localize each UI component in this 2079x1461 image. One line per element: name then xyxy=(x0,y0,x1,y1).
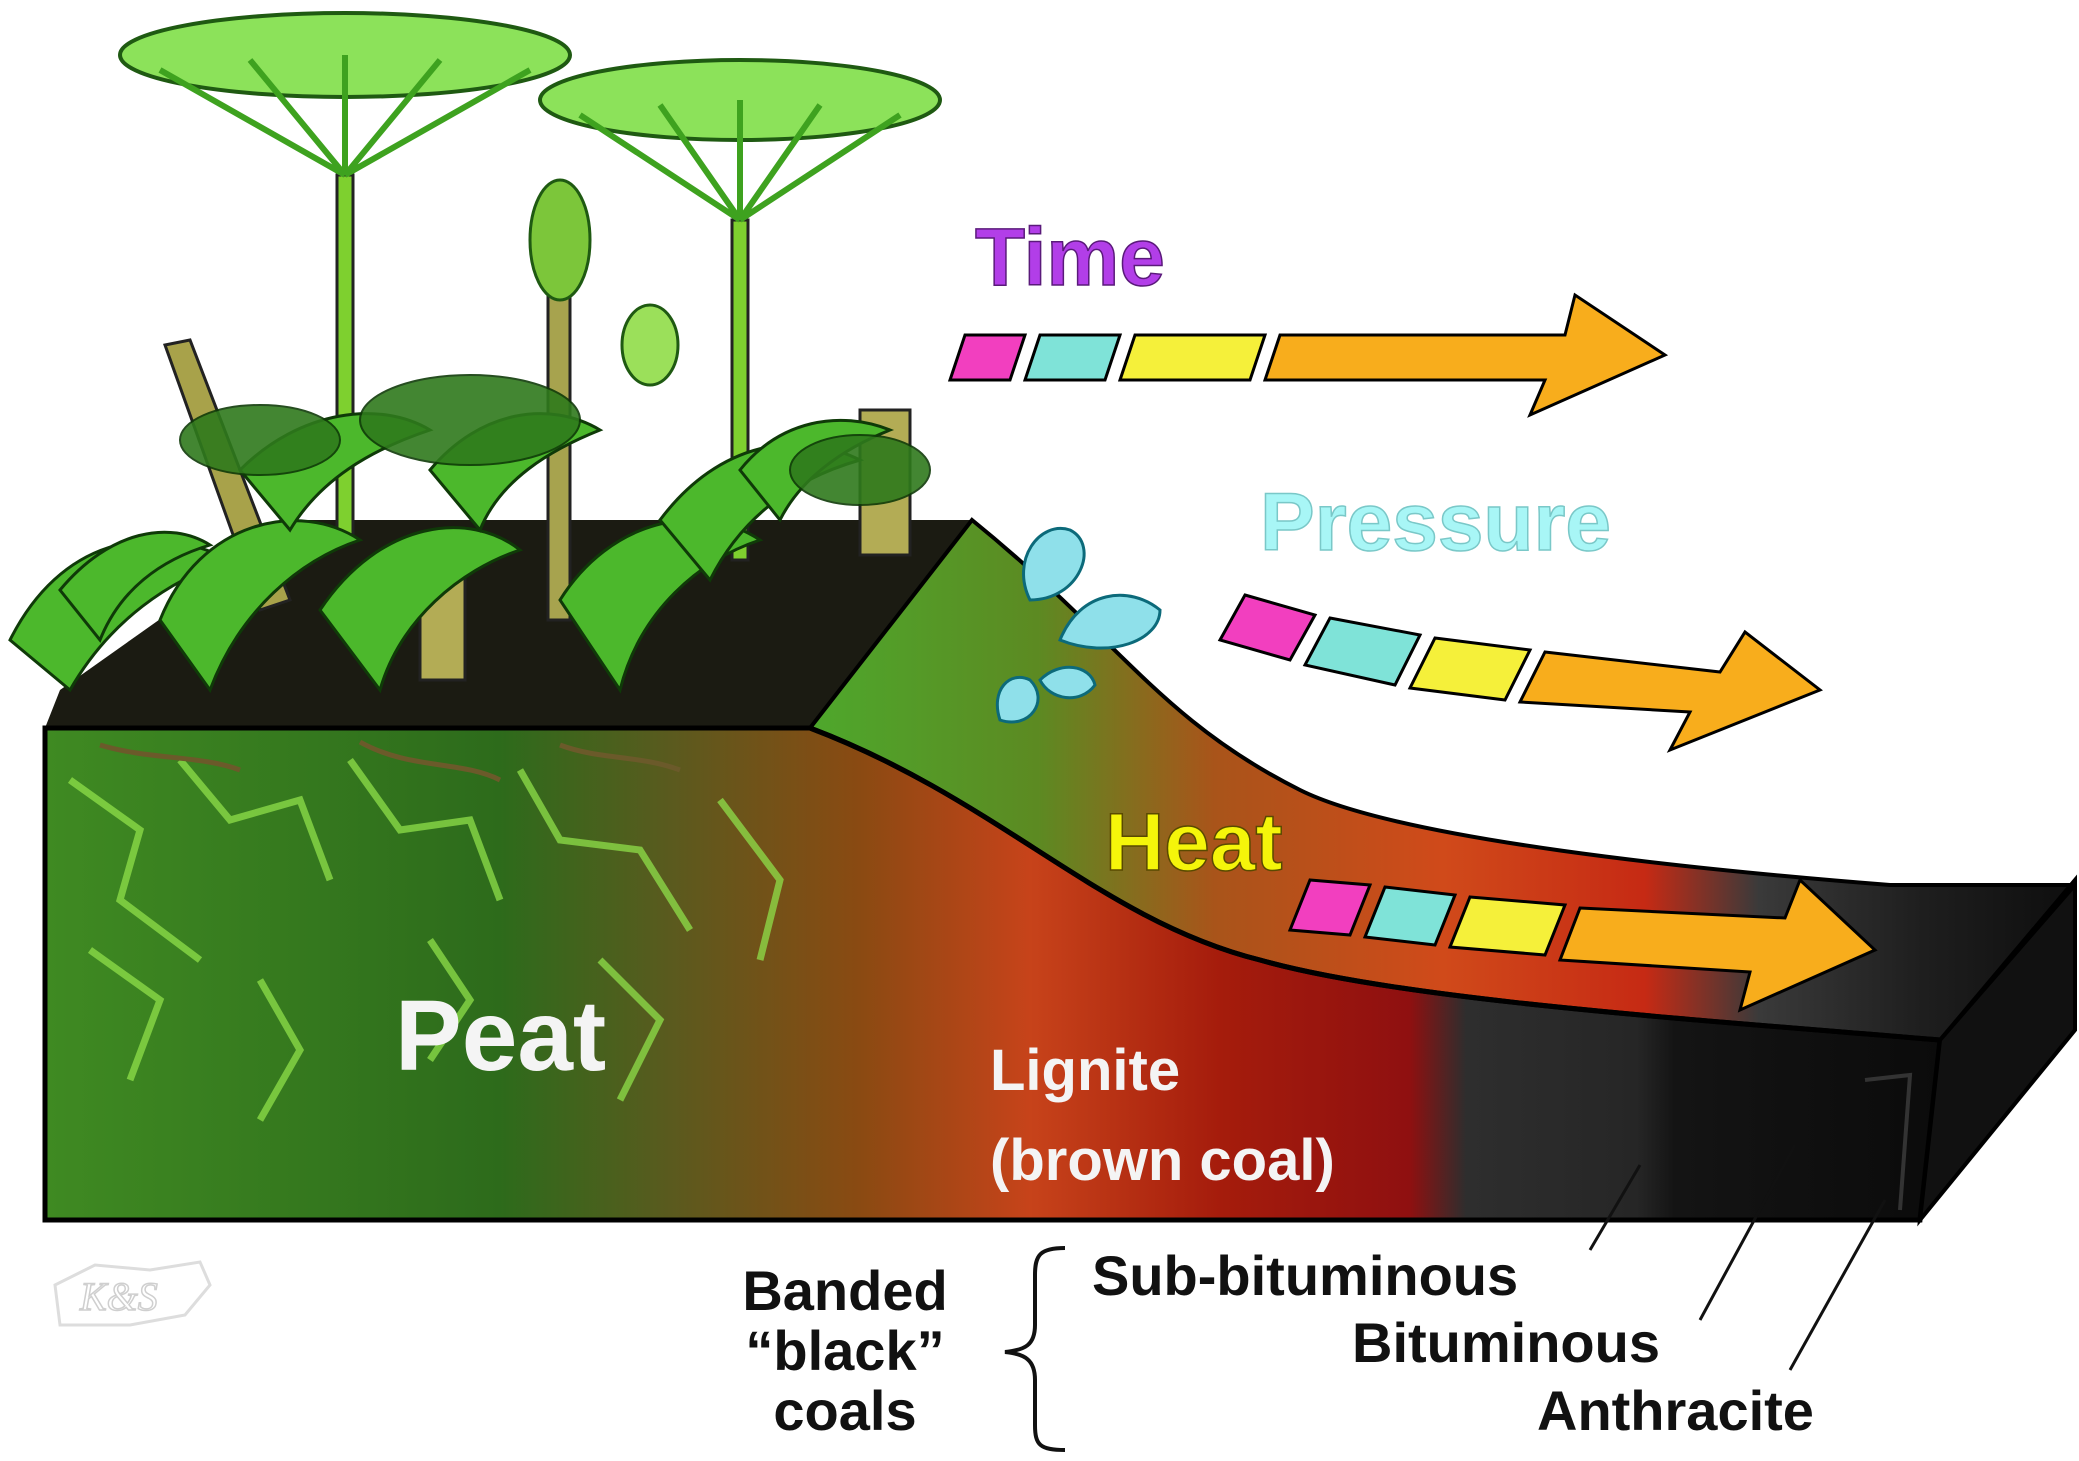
dark-foliage xyxy=(179,374,931,506)
sub-bituminous-leader xyxy=(1588,1164,1642,1251)
heat-arrow xyxy=(1287,877,1878,1013)
peat-texture xyxy=(67,757,784,1122)
time-label: Time xyxy=(975,212,1165,303)
logo-text: K&S xyxy=(79,1274,158,1319)
pressure-arrow-seg-2 xyxy=(1302,616,1423,687)
brown-coal-label: (brown coal) xyxy=(990,1128,1335,1193)
water-splash xyxy=(995,527,1162,724)
pressure-arrow-head xyxy=(1517,629,1823,753)
state-outline-icon xyxy=(53,1260,212,1327)
coal-leader-lines xyxy=(1588,1144,1887,1371)
bracket-label-line2: “black” xyxy=(745,1319,944,1382)
tree-trunk-left xyxy=(335,173,355,537)
heat-arrow-seg-1 xyxy=(1287,878,1373,937)
pressure-label: Pressure xyxy=(1260,477,1611,568)
time-arrow xyxy=(947,292,1669,418)
swamp-vegetation xyxy=(8,11,942,694)
pressure-arrow-seg-1 xyxy=(1217,593,1318,662)
anthracite-leader xyxy=(1788,1199,1887,1371)
pressure-arrow xyxy=(1217,593,1823,753)
pressure-arrow-seg-3 xyxy=(1407,636,1533,702)
peat-roots xyxy=(99,739,681,783)
time-arrow-head xyxy=(1262,292,1669,418)
sub-bituminous-label: Sub-bituminous xyxy=(1092,1244,1518,1307)
time-arrow-seg-3 xyxy=(1117,333,1268,382)
anthracite-label: Anthracite xyxy=(1537,1379,1814,1442)
bituminous-label: Bituminous xyxy=(1352,1311,1660,1374)
time-arrow-seg-1 xyxy=(947,333,1028,382)
banded-coals-bracket xyxy=(1004,1246,1066,1452)
anthracite-band-edge xyxy=(1864,1072,1913,1211)
earth-block xyxy=(42,517,2077,1227)
peat-label: Peat xyxy=(395,980,606,1092)
lignite-label: Lignite xyxy=(990,1038,1180,1103)
bracket-label-line3: coals xyxy=(773,1379,916,1442)
slope-edge xyxy=(809,725,1941,1043)
small-cone-plant xyxy=(620,303,680,387)
heat-arrow-seg-2 xyxy=(1362,885,1458,947)
block-side-face xyxy=(1917,879,2077,1227)
publisher-logo: K&S xyxy=(53,1260,212,1327)
heat-arrow-seg-3 xyxy=(1447,895,1568,957)
time-arrow-seg-2 xyxy=(1022,333,1123,382)
bracket-label-line1: Banded xyxy=(742,1259,947,1322)
cone-plant-head xyxy=(528,178,592,302)
heat-label: Heat xyxy=(1105,797,1283,888)
heat-arrow-head xyxy=(1557,877,1878,1013)
bituminous-leader xyxy=(1698,1144,1797,1321)
